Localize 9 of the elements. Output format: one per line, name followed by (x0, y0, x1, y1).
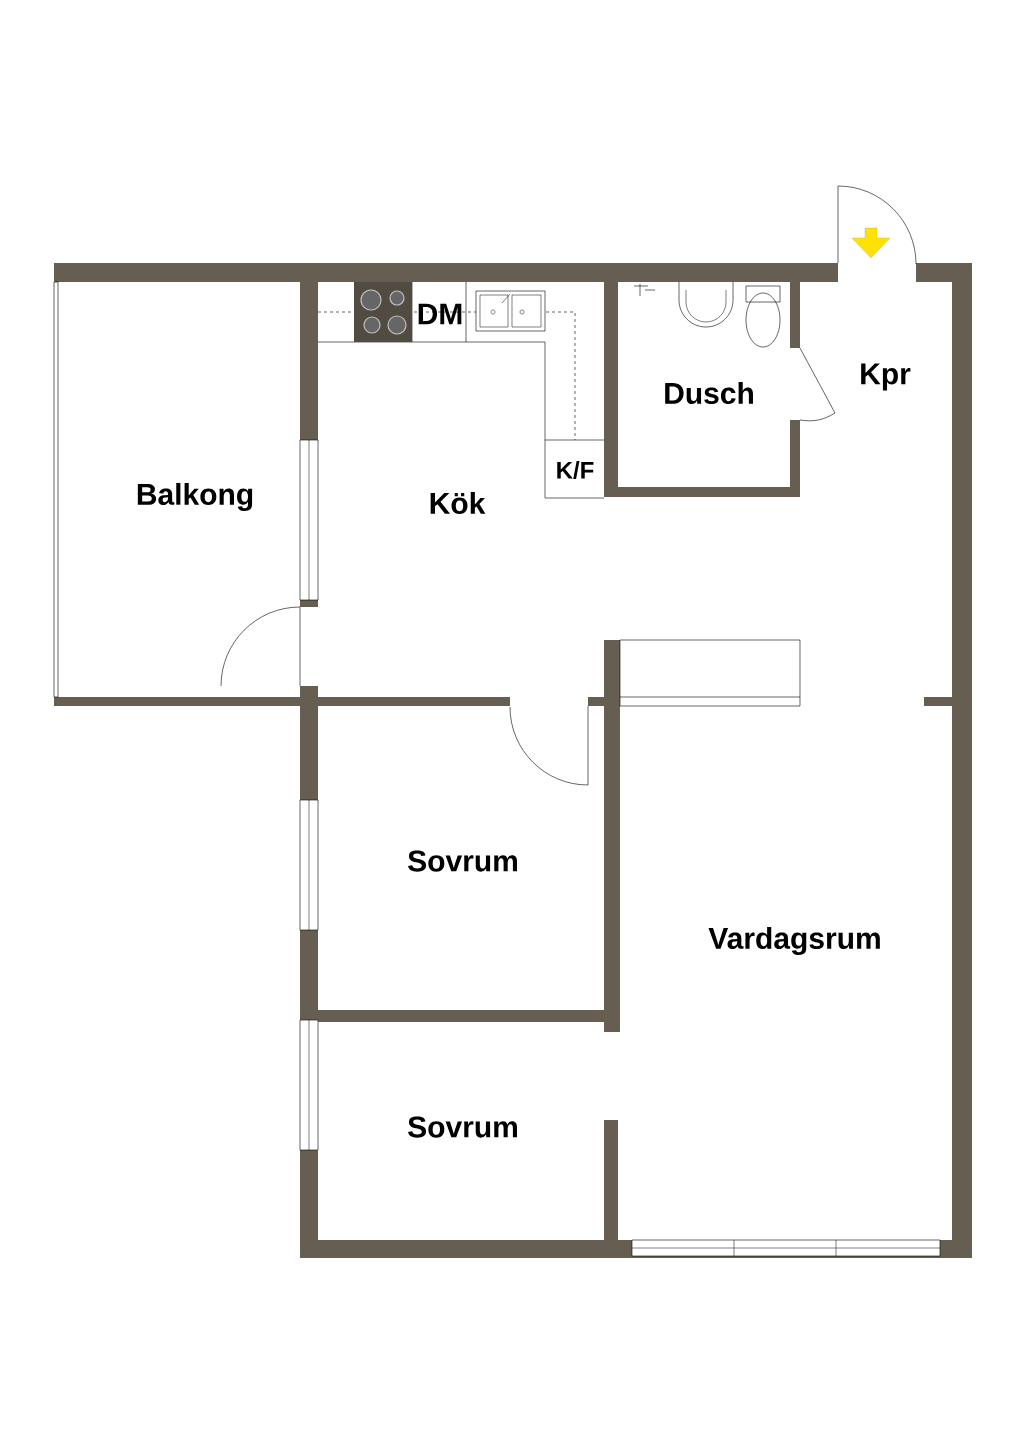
room-label: Sovrum (408, 1116, 517, 1138)
room-label: Kpr (861, 363, 911, 391)
room-label: K/F (557, 461, 594, 479)
room-label: Sovrum (408, 850, 517, 872)
room-label: DM (418, 303, 462, 325)
room-label: Dusch (665, 382, 753, 405)
room-label: Kök (430, 492, 486, 515)
room-label: Balkong (137, 482, 253, 512)
room-label: Vardagsrum (708, 926, 880, 956)
